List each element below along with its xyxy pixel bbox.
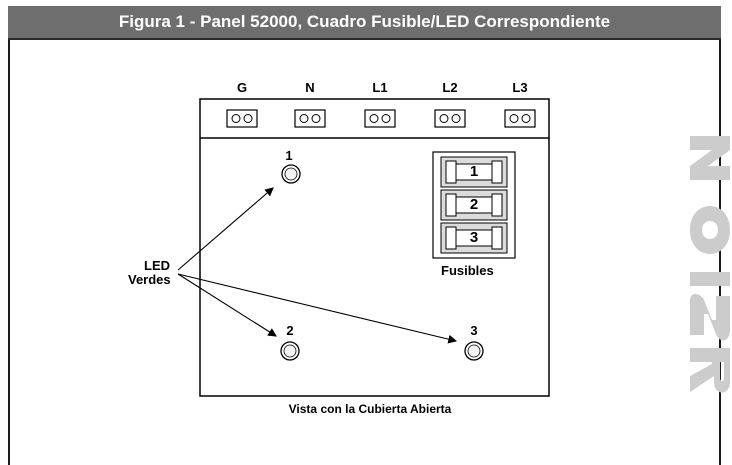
led-label-line1: LED [144, 258, 170, 273]
terminal-label-n: N [305, 80, 315, 95]
figure-title: Figura 1 - Panel 52000, Cuadro Fusible/L… [8, 6, 721, 40]
terminal-label-l1: L1 [372, 80, 388, 95]
terminal-label-g: G [236, 80, 248, 95]
led-number-2: 2 [286, 323, 294, 338]
arrow-to-led-1 [177, 187, 274, 271]
led-2 [280, 341, 300, 361]
terminal-block-n [294, 109, 326, 128]
led-number-1: 1 [285, 148, 293, 163]
terminal-block-l2 [434, 109, 466, 128]
fuse-number-1: 1 [469, 163, 479, 180]
terminal-label-l3: L3 [512, 80, 528, 95]
led-1 [281, 164, 301, 184]
fuse-3 [440, 222, 508, 254]
led-number-3: 3 [470, 323, 478, 338]
fuses-label: Fusibles [441, 263, 494, 278]
watermark [690, 136, 730, 393]
panel-body [199, 98, 550, 397]
fuse-number-3: 3 [469, 229, 479, 246]
fuse-number-2: 2 [469, 196, 479, 213]
arrow-to-led-2 [177, 273, 277, 337]
led-3 [464, 341, 484, 361]
figure-caption: Vista con la Cubierta Abierta [288, 402, 452, 416]
fuse-2 [440, 189, 508, 221]
led-label-line2: Verdes [128, 272, 171, 287]
fuse-1 [440, 156, 508, 188]
terminal-block-l1 [364, 109, 396, 128]
arrow-to-led-3 [177, 273, 458, 344]
terminal-block-g [226, 109, 258, 128]
terminal-label-l2: L2 [442, 80, 458, 95]
terminal-block-l3 [504, 109, 536, 128]
